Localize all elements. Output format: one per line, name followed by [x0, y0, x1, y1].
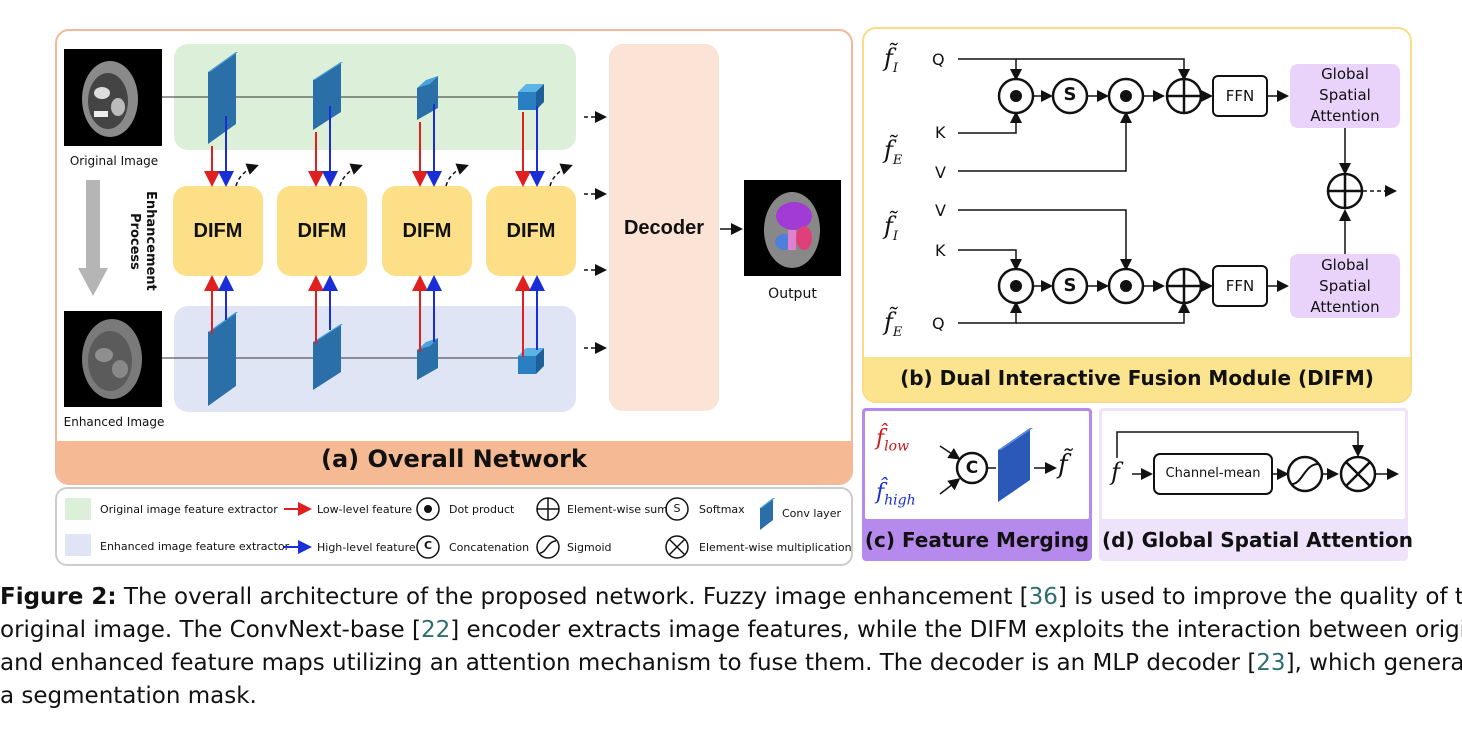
difm-block-2: DIFM: [277, 186, 367, 276]
channel-mean-label: Channel-mean: [1165, 466, 1261, 481]
gsa-box-bottom: [1290, 254, 1400, 318]
conv-layer-icon: [760, 498, 775, 530]
original-image: [64, 49, 162, 146]
panel-c-graph: [939, 428, 1057, 502]
f-high: f̂high: [876, 480, 916, 509]
enhanced-image: [64, 311, 162, 407]
f-tilde-e-bottom: f̃E: [884, 308, 903, 340]
figure-caption: Figure 2: The overall architecture of th…: [0, 584, 1462, 709]
f-input: f: [1111, 458, 1120, 486]
bottom-q-label: Q: [932, 314, 945, 333]
decoder-label: Decoder: [623, 217, 705, 239]
legend-softmax-symbol: S: [673, 502, 681, 515]
merge-conv-layer-icon: [998, 428, 1033, 502]
decoder-inputs: [584, 111, 607, 354]
conv-layer-top-1: [208, 52, 238, 144]
difm-block-4: DIFM: [486, 186, 576, 276]
legend-high-label: High-level feature: [317, 541, 416, 554]
f-tilde-i-top: f̃I: [884, 44, 899, 76]
legend-softmax-label: Softmax: [699, 503, 745, 516]
decoder-block: [609, 44, 719, 411]
difm-block-3: DIFM: [382, 186, 472, 276]
legend-enh-swatch: [65, 534, 91, 556]
top-k-label: K: [935, 123, 946, 142]
softmax-node-bottom: [1051, 267, 1089, 305]
bottom-k-label: K: [935, 241, 946, 260]
difm-dashed-outputs: [235, 163, 573, 187]
f-tilde-e-top: f̃E: [884, 136, 903, 168]
legend-sigmoid-label: Sigmoid: [567, 541, 612, 554]
sigmoid-node: [1286, 455, 1324, 493]
panel-b-title: (b) Dual Interactive Fusion Module (DIFM…: [900, 366, 1374, 390]
legend-low-label: Low-level feature: [317, 503, 412, 516]
bottom-v-label: V: [935, 201, 946, 220]
panel-a-title-bar: [57, 441, 851, 483]
enhancement-process-label: Enhancement Process: [127, 191, 158, 291]
legend-mult-label: Element-wise multiplication: [699, 541, 852, 554]
f-tilde-output: f̃: [1058, 450, 1068, 480]
legend-concat-label: Concatenation: [449, 541, 530, 554]
softmax-symbol-bottom: S: [1063, 275, 1077, 296]
enhancement-arrow-icon: [78, 180, 108, 296]
panel-a-connections: [162, 52, 743, 406]
enhanced-image-label: Enhanced Image: [63, 415, 165, 429]
original-image-label: Original Image: [69, 154, 159, 168]
f-low: f̂low: [876, 426, 910, 455]
conv-layer-top-2: [313, 62, 343, 130]
softmax-icon: [665, 497, 689, 521]
f-tilde-i-bottom: f̃I: [884, 212, 899, 244]
output-image: [744, 180, 841, 276]
legend-sum-label: Element-wise sum: [567, 503, 668, 516]
conv-layer-top-3: [417, 76, 438, 120]
legend-enh-label: Enhanced image feature extractor: [100, 540, 290, 553]
element-sum-icon: [536, 497, 560, 521]
top-feature-arrows: [204, 104, 545, 187]
conv-layer-bottom-1: [208, 312, 238, 406]
legend-icons: [284, 497, 775, 559]
gsa-box-top: [1290, 64, 1400, 128]
conv-layer-bottom-4: [518, 348, 544, 374]
legend-conv-label: Conv layer: [782, 507, 841, 520]
element-mult-icon: [665, 535, 689, 559]
concat-node-label: C: [965, 458, 979, 478]
sigmoid-icon: [536, 535, 560, 559]
softmax-symbol-top: S: [1063, 84, 1077, 105]
panel-b-title-bar: [864, 357, 1410, 401]
conv-layer-top-4: [518, 84, 544, 110]
ffn-box-bottom: [1212, 265, 1268, 307]
dot-product-icon: [416, 497, 440, 521]
softmax-node-top: [1051, 77, 1089, 115]
enhanced-feature-band: [174, 306, 576, 412]
top-v-label: V: [935, 163, 946, 182]
legend-orig-swatch: [65, 498, 91, 520]
conv-layer-bottom-3: [417, 338, 438, 380]
ffn-label-top: FFN: [1225, 87, 1255, 105]
legend-orig-label: Original image feature extractor: [100, 503, 278, 516]
bottom-feature-arrows: [204, 275, 545, 357]
legend-concat-symbol: C: [423, 539, 433, 552]
panel-d-title: (d) Global Spatial Attention: [1102, 528, 1413, 552]
panel-d-graph: [1116, 431, 1399, 495]
conv-layer-bottom-2: [313, 324, 343, 390]
ffn-box-top: [1212, 75, 1268, 117]
concat-icon: [416, 535, 440, 559]
panel-b-graph: [958, 58, 1400, 324]
top-q-label: Q: [932, 50, 945, 69]
legend-dot-label: Dot product: [449, 503, 515, 516]
difm-block-1: DIFM: [173, 186, 263, 276]
panel-a-title: (a) Overall Network: [321, 445, 587, 473]
output-label: Output: [768, 286, 817, 302]
multiply-node: [1339, 455, 1377, 493]
panel-c-title: (c) Feature Merging: [864, 528, 1090, 552]
legend: [55, 487, 853, 566]
ffn-label-bottom: FFN: [1225, 277, 1255, 295]
